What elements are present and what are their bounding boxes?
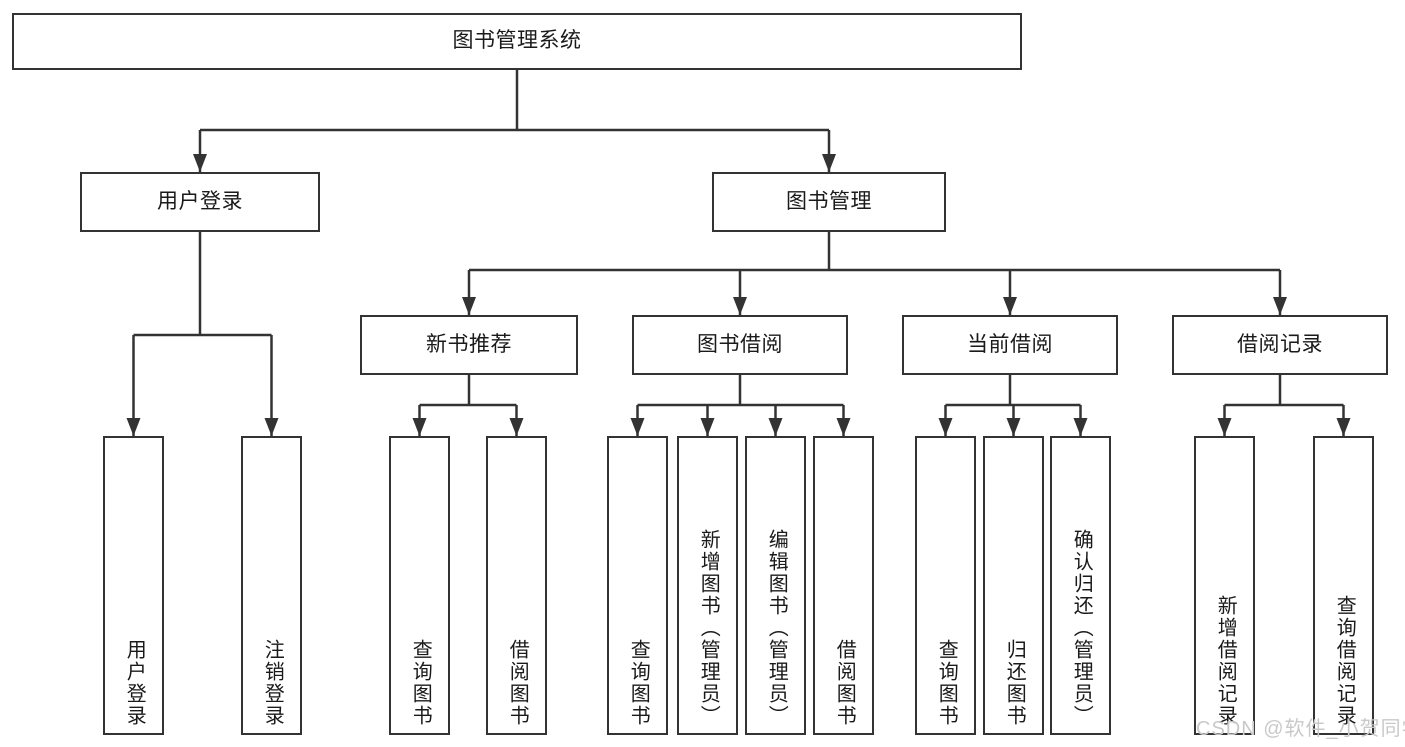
arrowhead-leaf-confirm-return — [1073, 418, 1088, 436]
node-leaf-add-book[interactable]: 新增图书（管理员） — [677, 436, 738, 735]
arrowhead-leaf-borrow-book-2 — [836, 418, 851, 436]
node-leaf-query-record[interactable]: 查询借阅记录 — [1313, 436, 1374, 735]
node-label-leaf-confirm-return: 确认归还（管理员） — [1070, 529, 1093, 727]
arrowhead-book-manage — [822, 154, 836, 172]
node-label-borrow-record: 借阅记录 — [1237, 332, 1323, 356]
node-label-new-book-rec: 新书推荐 — [426, 332, 512, 356]
node-new-book-rec[interactable]: 新书推荐 — [360, 315, 578, 375]
arrowhead-new-book-rec — [462, 297, 476, 315]
node-label-leaf-logout: 注销登录 — [261, 639, 284, 727]
node-borrow-record[interactable]: 借阅记录 — [1172, 315, 1388, 375]
node-leaf-query-book-1[interactable]: 查询图书 — [389, 436, 450, 735]
arrowhead-leaf-user-login — [126, 418, 141, 436]
arrowhead-current-borrow — [1003, 297, 1017, 315]
arrowhead-leaf-edit-book — [768, 418, 783, 436]
node-label-book-manage: 图书管理 — [786, 189, 872, 213]
node-leaf-logout[interactable]: 注销登录 — [241, 436, 302, 735]
node-leaf-borrow-book-2[interactable]: 借阅图书 — [813, 436, 874, 735]
arrowhead-leaf-query-book-1 — [412, 418, 427, 436]
csdn-watermark: CSDN @软件_小贺同学 — [1196, 718, 1405, 740]
node-leaf-query-book-3[interactable]: 查询图书 — [915, 436, 976, 735]
node-current-borrow[interactable]: 当前借阅 — [902, 315, 1118, 375]
arrowhead-user-login — [193, 154, 207, 172]
arrowhead-leaf-logout — [264, 418, 279, 436]
node-label-leaf-query-book-2: 查询图书 — [627, 639, 650, 727]
node-leaf-borrow-book-1[interactable]: 借阅图书 — [486, 436, 547, 735]
node-leaf-return-book[interactable]: 归还图书 — [983, 436, 1044, 735]
node-root[interactable]: 图书管理系统 — [12, 13, 1022, 70]
node-label-leaf-query-book-1: 查询图书 — [409, 639, 432, 727]
node-label-leaf-borrow-book-2: 借阅图书 — [833, 639, 856, 727]
node-label-leaf-return-book: 归还图书 — [1003, 639, 1026, 727]
arrowhead-leaf-borrow-book-1 — [509, 418, 524, 436]
arrowhead-leaf-return-book — [1006, 418, 1021, 436]
node-label-current-borrow: 当前借阅 — [967, 332, 1053, 356]
node-leaf-confirm-return[interactable]: 确认归还（管理员） — [1050, 436, 1111, 735]
node-label-leaf-user-login: 用户登录 — [123, 639, 146, 727]
node-label-leaf-query-book-3: 查询图书 — [935, 639, 958, 727]
arrowhead-borrow-record — [1273, 297, 1287, 315]
arrowhead-leaf-add-book — [700, 418, 715, 436]
node-leaf-edit-book[interactable]: 编辑图书（管理员） — [745, 436, 806, 735]
node-label-book-borrow: 图书借阅 — [697, 332, 783, 356]
arrowhead-leaf-query-book-3 — [938, 418, 953, 436]
node-book-manage[interactable]: 图书管理 — [712, 172, 946, 232]
node-leaf-add-record[interactable]: 新增借阅记录 — [1194, 436, 1255, 735]
arrowhead-leaf-query-book-2 — [630, 418, 645, 436]
arrowhead-leaf-add-record — [1217, 418, 1232, 436]
node-user-login[interactable]: 用户登录 — [80, 172, 320, 232]
node-label-leaf-add-book: 新增图书（管理员） — [697, 529, 720, 727]
node-label-leaf-query-record: 查询借阅记录 — [1333, 595, 1356, 727]
arrowhead-book-borrow — [733, 297, 747, 315]
node-leaf-query-book-2[interactable]: 查询图书 — [607, 436, 668, 735]
node-label-leaf-edit-book: 编辑图书（管理员） — [765, 529, 788, 727]
node-leaf-user-login[interactable]: 用户登录 — [103, 436, 164, 735]
arrowhead-leaf-query-record — [1336, 418, 1351, 436]
node-label-leaf-add-record: 新增借阅记录 — [1214, 595, 1237, 727]
node-label-leaf-borrow-book-1: 借阅图书 — [506, 639, 529, 727]
node-book-borrow[interactable]: 图书借阅 — [632, 315, 848, 375]
node-label-user-login: 用户登录 — [157, 189, 243, 213]
node-label-root: 图书管理系统 — [452, 29, 582, 53]
